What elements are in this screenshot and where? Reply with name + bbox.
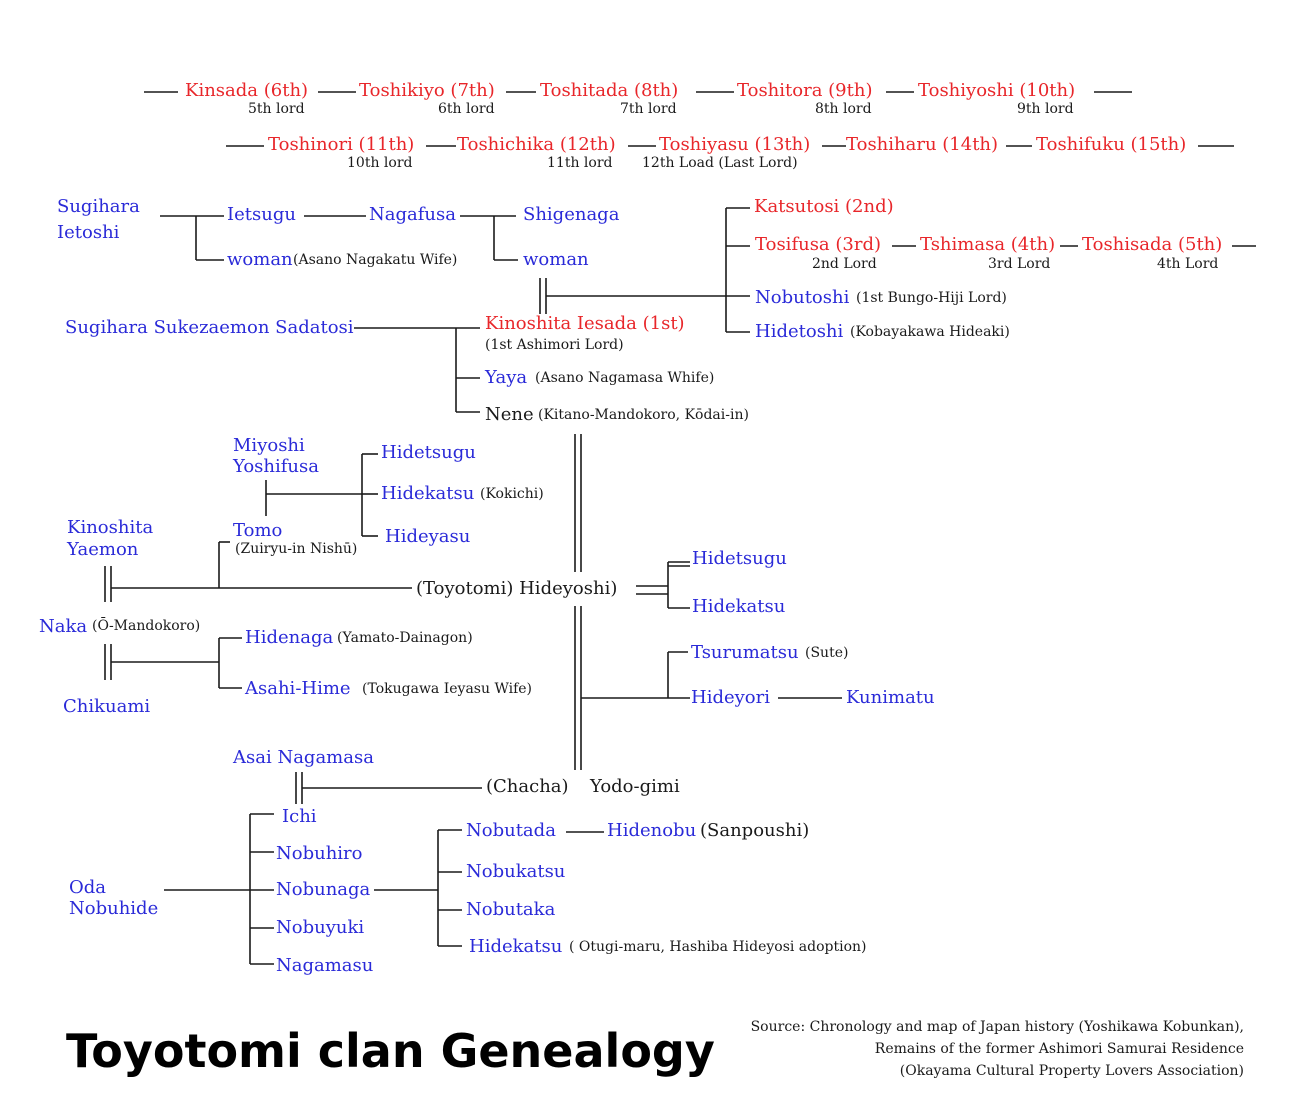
person-naka: Naka	[39, 616, 88, 637]
person-miyoshi: Miyoshi Yoshifusa	[233, 435, 319, 477]
person-note: (Zuiryu-in Nishū)	[235, 541, 358, 557]
person-yaya: Yaya	[485, 367, 528, 388]
person-katsutosi: Katsutosi (2nd)	[754, 196, 894, 217]
person-asahi: Asahi-Hime	[245, 678, 351, 699]
lord-rank: 2nd Lord	[812, 256, 877, 272]
person-nobutoshi: Nobutoshi	[755, 287, 850, 308]
person-hidekatsu: Hidekatsu	[469, 936, 563, 957]
person-hidetoshi: Hidetoshi	[755, 321, 844, 342]
person-hideyoshi: (Toyotomi) Hideyoshi)	[416, 578, 618, 599]
person-nobunaga: Nobunaga	[276, 879, 371, 900]
person-woman: woman	[523, 249, 589, 270]
lord-name: Kinsada (6th)	[185, 80, 309, 101]
lord-rank: 3rd Lord	[988, 256, 1051, 272]
lord-name: Toshitora (9th)	[737, 80, 873, 101]
lord-name: Toshitada (8th)	[540, 80, 679, 101]
person-woman: woman	[227, 249, 293, 270]
person-note: (Sanpoushi)	[700, 820, 810, 841]
lord-rank: 6th lord	[438, 101, 495, 117]
lord-rank: 9th lord	[1017, 101, 1074, 117]
lord-rank: 11th lord	[547, 155, 613, 171]
person-nobutaka: Nobutaka	[466, 899, 556, 920]
person-note: (Kitano-Mandokoro, Kōdai-in)	[538, 407, 749, 423]
person-chacha: (Chacha)	[486, 776, 569, 797]
person-note: (Ō-Mandokoro)	[92, 618, 201, 634]
person-yodogimi: Yodo-gimi	[590, 776, 680, 797]
person-shigenaga: Shigenaga	[523, 204, 620, 225]
person-chikuami: Chikuami	[63, 696, 151, 717]
person-kunimatu: Kunimatu	[846, 687, 935, 708]
person-tsurumatsu: Tsurumatsu	[691, 642, 799, 663]
lord-rank: 12th Load (Last Lord)	[642, 155, 798, 171]
person-note: (Yamato-Dainagon)	[337, 630, 473, 646]
lord-rank: 10th lord	[347, 155, 413, 171]
person-ichi: Ichi	[282, 806, 317, 827]
source-line: Remains of the former Ashimori Samurai R…	[874, 1041, 1244, 1057]
person-note: (1st Bungo-Hiji Lord)	[856, 290, 1007, 306]
lord-name: Toshinori (11th)	[268, 134, 415, 155]
person-asai: Asai Nagamasa	[233, 747, 374, 768]
person-nene: Nene	[485, 404, 534, 425]
person-hideyasu: Hideyasu	[385, 526, 471, 547]
lord-name: Toshifuku (15th)	[1036, 134, 1187, 155]
person-sukezaemon: Sugihara Sukezaemon Sadatosi	[65, 317, 354, 338]
lord-name: Toshiharu (14th)	[846, 134, 999, 155]
person-tshimasa: Tshimasa (4th)	[920, 234, 1056, 255]
lord-rank: 4th Lord	[1157, 256, 1219, 272]
person-hidekatsu: Hidekatsu	[692, 596, 786, 617]
person-hidekatsu: Hidekatsu	[381, 483, 475, 504]
person-nobuhiro: Nobuhiro	[276, 843, 363, 864]
person-sugihara-ietoshi: Sugihara Ietoshi	[57, 196, 140, 243]
person-iesada: Kinoshita Iesada (1st)	[485, 313, 685, 334]
lord-name: Toshiyoshi (10th)	[918, 80, 1076, 101]
lord-name: Toshikiyo (7th)	[359, 80, 495, 101]
person-nagamasu: Nagamasu	[276, 955, 374, 976]
person-note: (Asano Nagakatu Wife)	[293, 252, 458, 268]
lord-rank: 8th lord	[815, 101, 872, 117]
person-hideyori: Hideyori	[691, 687, 770, 708]
source-line: Source: Chronology and map of Japan hist…	[750, 1019, 1244, 1035]
person-note: (Kobayakawa Hideaki)	[850, 324, 1010, 340]
person-note: (Sute)	[805, 645, 849, 661]
lord-rank: 5th lord	[248, 101, 305, 117]
person-nagafusa: Nagafusa	[369, 204, 456, 225]
lord-name: Toshichika (12th)	[457, 134, 616, 155]
person-nobukatsu: Nobukatsu	[466, 861, 566, 882]
person-oda: Oda Nobuhide	[69, 877, 159, 919]
person-yaemon: Kinoshita Yaemon	[67, 517, 154, 560]
source-line: (Okayama Cultural Property Lovers Associ…	[899, 1063, 1244, 1079]
lord-name: Toshiyasu (13th)	[659, 134, 811, 155]
person-hidetsugu: Hidetsugu	[381, 442, 476, 463]
person-tosifusa: Tosifusa (3rd)	[755, 234, 882, 255]
page-title: Toyotomi clan Genealogy	[66, 1024, 715, 1078]
person-tomo: Tomo	[233, 520, 283, 541]
person-note: (Kokichi)	[480, 486, 544, 502]
person-note: (1st Ashimori Lord)	[485, 337, 624, 353]
person-toshisada: Toshisada (5th)	[1082, 234, 1223, 255]
person-hidenobu: Hidenobu	[607, 820, 697, 841]
person-note: ( Otugi-maru, Hashiba Hideyosi adoption)	[569, 939, 867, 955]
lord-rank: 7th lord	[620, 101, 677, 117]
person-nobuyuki: Nobuyuki	[276, 917, 365, 938]
person-nobutada: Nobutada	[466, 820, 556, 841]
person-note: (Asano Nagamasa Whife)	[535, 370, 715, 386]
person-note: (Tokugawa Ieyasu Wife)	[362, 681, 533, 697]
person-hidenaga: Hidenaga	[245, 627, 334, 648]
person-hidetsugu: Hidetsugu	[692, 548, 787, 569]
person-ietsugu: Ietsugu	[227, 204, 296, 225]
